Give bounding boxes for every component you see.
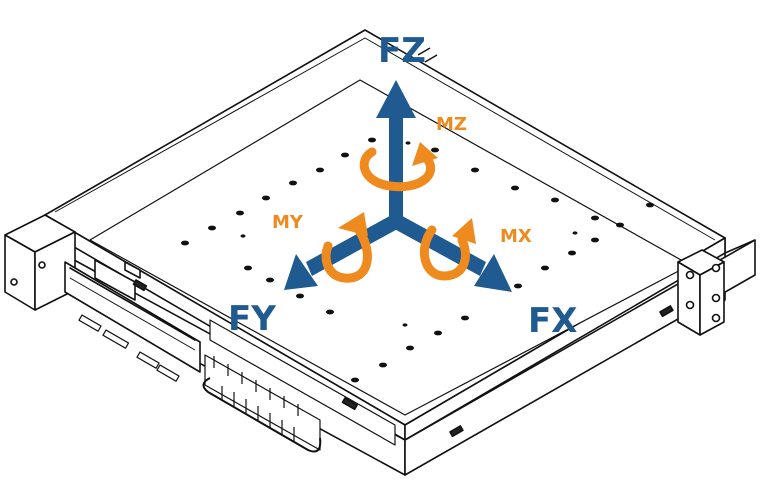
fx-label: FX [528,301,577,341]
rail-connectors [78,314,180,382]
mz-arrow [359,142,438,192]
my-arrow [321,212,372,283]
mounting-holes [181,137,654,383]
cable-chain [202,354,322,453]
linear-stage [4,29,756,476]
mz-label: MZ [436,114,467,135]
fy-label: FY [228,299,276,339]
fz-label: FZ [378,31,426,71]
axis-labels: FZ FX FY MZ MX MY [228,31,577,341]
my-label: MY [272,212,304,233]
mx-label: MX [500,226,532,247]
mx-arrow [419,218,476,281]
moment-arrows [321,142,476,283]
fz-arrow [376,80,416,220]
